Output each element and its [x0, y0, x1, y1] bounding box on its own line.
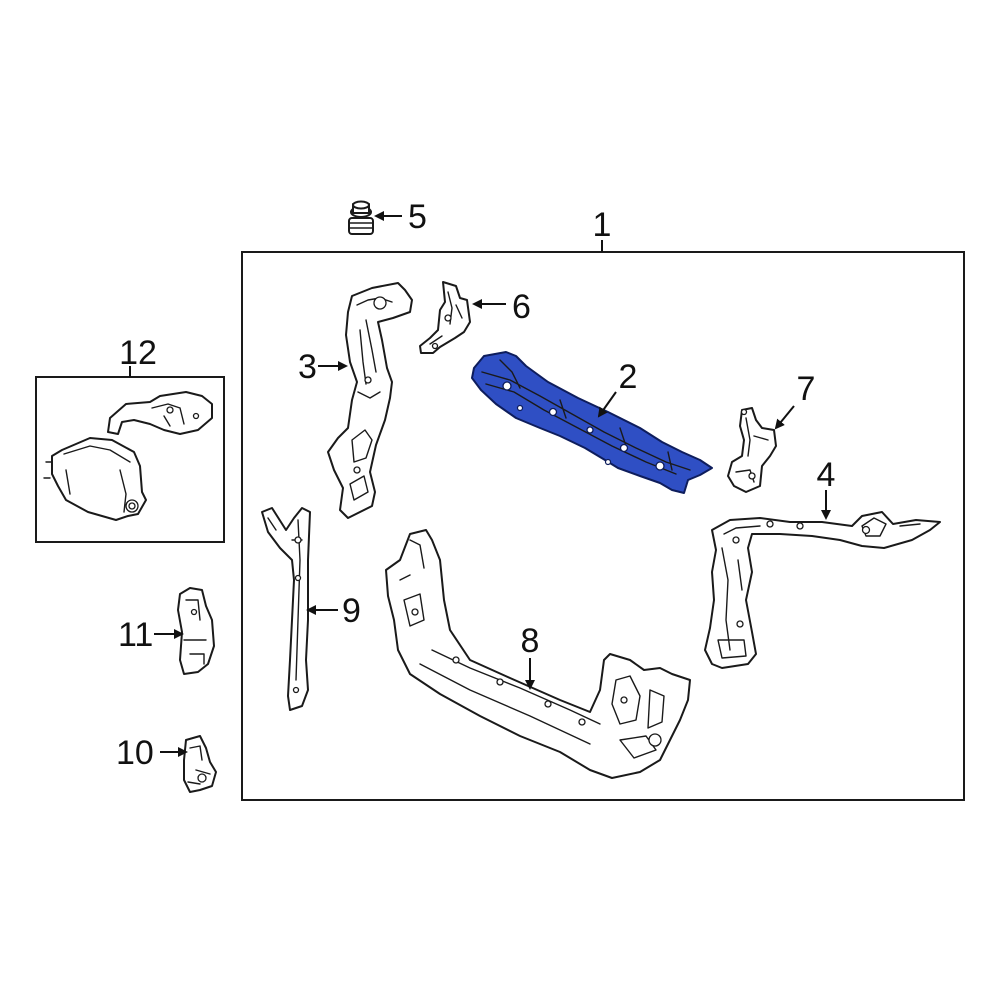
- callout-2: 2: [619, 358, 638, 396]
- callout-1: 1: [593, 206, 612, 244]
- callout-4: 4: [817, 456, 836, 494]
- callout-9: 9: [342, 592, 361, 630]
- part-10-clip[interactable]: [183, 735, 217, 793]
- part-11-clip[interactable]: [177, 587, 215, 675]
- part-12-sensor-assembly[interactable]: [43, 391, 213, 521]
- callout-11: 11: [118, 616, 153, 654]
- part-6-bracket[interactable]: [419, 281, 471, 354]
- part-9-support[interactable]: [261, 507, 311, 711]
- callout-10: 10: [116, 734, 154, 772]
- part-5-cushion[interactable]: [348, 200, 374, 235]
- callout-5: 5: [408, 198, 427, 236]
- callout-7: 7: [797, 370, 816, 408]
- part-7-bracket[interactable]: [727, 407, 777, 493]
- part-2-upper-tie-bar[interactable]: [471, 351, 713, 494]
- part-2-body: [471, 351, 713, 494]
- callout-12: 12: [119, 334, 157, 372]
- part-4-right-side-member[interactable]: [704, 511, 941, 669]
- leader-2: [597, 391, 617, 418]
- callout-3: 3: [298, 348, 317, 386]
- part-3-left-side-bracket[interactable]: [327, 282, 413, 519]
- callout-6: 6: [512, 288, 531, 326]
- part-8-lower-support[interactable]: [385, 529, 691, 779]
- leader-7: [774, 405, 795, 430]
- callout-8: 8: [521, 622, 540, 660]
